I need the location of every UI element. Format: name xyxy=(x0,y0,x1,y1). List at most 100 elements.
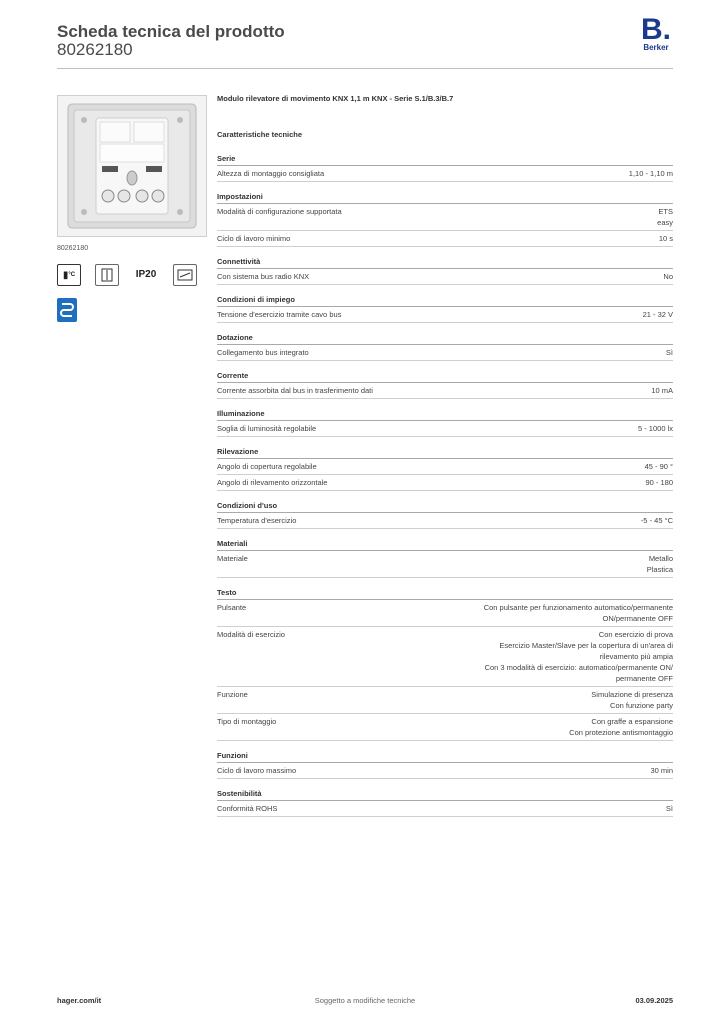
spec-row: Ciclo di lavoro minimo 10 s xyxy=(217,231,673,247)
spec-value: Con pulsante per funzionamento automatic… xyxy=(484,602,673,624)
spec-value-line: Metallo xyxy=(648,554,673,563)
spec-label: Pulsante xyxy=(217,603,247,612)
section-title: Testo xyxy=(217,588,673,600)
spec-label: Collegamento bus integrato xyxy=(217,348,309,357)
spec-value: Sì xyxy=(666,347,673,358)
spec-value-line: 90 - 180 xyxy=(645,478,673,487)
spec-value-line: 10 mA xyxy=(651,386,673,395)
spec-value: 1,10 - 1,10 m xyxy=(629,168,673,179)
spec-row: Corrente assorbita dal bus in trasferime… xyxy=(217,383,673,399)
section-title: Rilevazione xyxy=(217,447,673,459)
section-title: Condizioni di impiego xyxy=(217,295,673,307)
spec-label: Funzione xyxy=(217,690,248,699)
knx-logo-icon xyxy=(57,298,77,322)
spec-value-line: permanente OFF xyxy=(615,674,673,683)
spec-label: Temperatura d'esercizio xyxy=(217,516,297,525)
spec-value-line: Con pulsante per funzionamento automatic… xyxy=(483,603,673,612)
spec-label: Angolo di rilevamento orizzontale xyxy=(217,478,328,487)
dimension-icon xyxy=(173,264,197,286)
spec-value: 5 - 1000 lx xyxy=(638,423,673,434)
logo-text: Berker xyxy=(643,43,669,52)
section-title: Dotazione xyxy=(217,333,673,345)
spec-value: 45 - 90 ° xyxy=(645,461,673,472)
spec-row: Modalità di configurazione supportata ETS… xyxy=(217,204,673,231)
section-title: Connettività xyxy=(217,257,673,269)
ip-rating-icon: IP20 xyxy=(135,268,157,280)
spec-value: 90 - 180 xyxy=(645,477,673,488)
spec-value: -5 - 45 °C xyxy=(641,515,673,526)
page-footer: hager.com/it Soggetto a modifiche tecnic… xyxy=(57,996,673,1010)
spec-value-line: 45 - 90 ° xyxy=(644,462,673,471)
section-title: Sostenibilità xyxy=(217,789,673,801)
spec-value-line: 1,10 - 1,10 m xyxy=(628,169,673,178)
spec-row: Collegamento bus integrato Sì xyxy=(217,345,673,361)
spec-value-line: 10 s xyxy=(658,234,673,243)
product-image-caption: 80262180 xyxy=(57,245,89,252)
section-title: Illuminazione xyxy=(217,409,673,421)
spec-label: Altezza di montaggio consigliata xyxy=(217,169,325,178)
spec-value: 30 min xyxy=(650,765,673,776)
footer-website: hager.com/it xyxy=(57,996,102,1005)
spec-label: Ciclo di lavoro minimo xyxy=(217,234,291,243)
spec-row: Tipo di montaggio Con graffe a espansione… xyxy=(217,714,673,741)
spec-label: Corrente assorbita dal bus in trasferime… xyxy=(217,386,373,395)
spec-label: Tensione d'esercizio tramite cavo bus xyxy=(217,310,342,319)
spec-label: Conformità ROHS xyxy=(217,804,278,813)
spec-value-line: ON/permanente OFF xyxy=(602,614,673,623)
footer-note: Soggetto a modifiche tecniche xyxy=(314,996,416,1005)
spec-row: Altezza di montaggio consigliata 1,10 - 1… xyxy=(217,166,673,182)
spec-row: Angolo di copertura regolabile 45 - 90 ° xyxy=(217,459,673,475)
section-title: Condizioni d'uso xyxy=(217,501,673,513)
feature-icons: ▮°C IP20 xyxy=(57,264,207,286)
spec-value: 21 - 32 V xyxy=(643,309,673,320)
spec-value: 10 s xyxy=(659,233,673,244)
spec-value-line: Con protezione antismontaggio xyxy=(569,728,673,737)
spec-label: Modalità di configurazione supportata xyxy=(217,207,342,216)
spec-value-line: easy xyxy=(657,218,673,227)
spec-value-line: 21 - 32 V xyxy=(642,310,673,319)
spec-value-line: Sì xyxy=(665,804,673,813)
spec-value-line: 30 min xyxy=(650,766,673,775)
spec-label: Angolo di copertura regolabile xyxy=(217,462,317,471)
spec-value-line: Simulazione di presenza xyxy=(591,690,673,699)
berker-logo: B. Berker xyxy=(639,13,673,53)
temperature-icon: ▮°C xyxy=(57,264,81,286)
spec-value: ETS easy xyxy=(657,206,673,228)
mounting-icon xyxy=(95,264,119,286)
spec-label: Materiale xyxy=(217,554,248,563)
section-title: Impostazioni xyxy=(217,192,673,204)
spec-value: No xyxy=(663,271,673,282)
product-number: 80262180 xyxy=(57,40,133,59)
spec-value-line: ETS xyxy=(658,207,673,216)
page-title: Scheda tecnica del prodotto xyxy=(57,22,285,41)
section-title: Funzioni xyxy=(217,751,673,763)
product-name: Modulo rilevatore di movimento KNX 1,1 m… xyxy=(217,94,454,103)
spec-value-line: 5 - 1000 lx xyxy=(637,424,673,433)
characteristics-heading: Caratteristiche tecniche xyxy=(217,130,303,139)
section-title: Serie xyxy=(217,154,673,166)
logo-letter: B. xyxy=(641,13,671,46)
spec-row: Temperatura d'esercizio -5 - 45 °C xyxy=(217,513,673,529)
spec-value-line: Con esercizio di prova xyxy=(598,630,673,639)
spec-value-line: rilevamento più ampia xyxy=(599,652,673,661)
spec-label: Tipo di montaggio xyxy=(217,717,277,726)
